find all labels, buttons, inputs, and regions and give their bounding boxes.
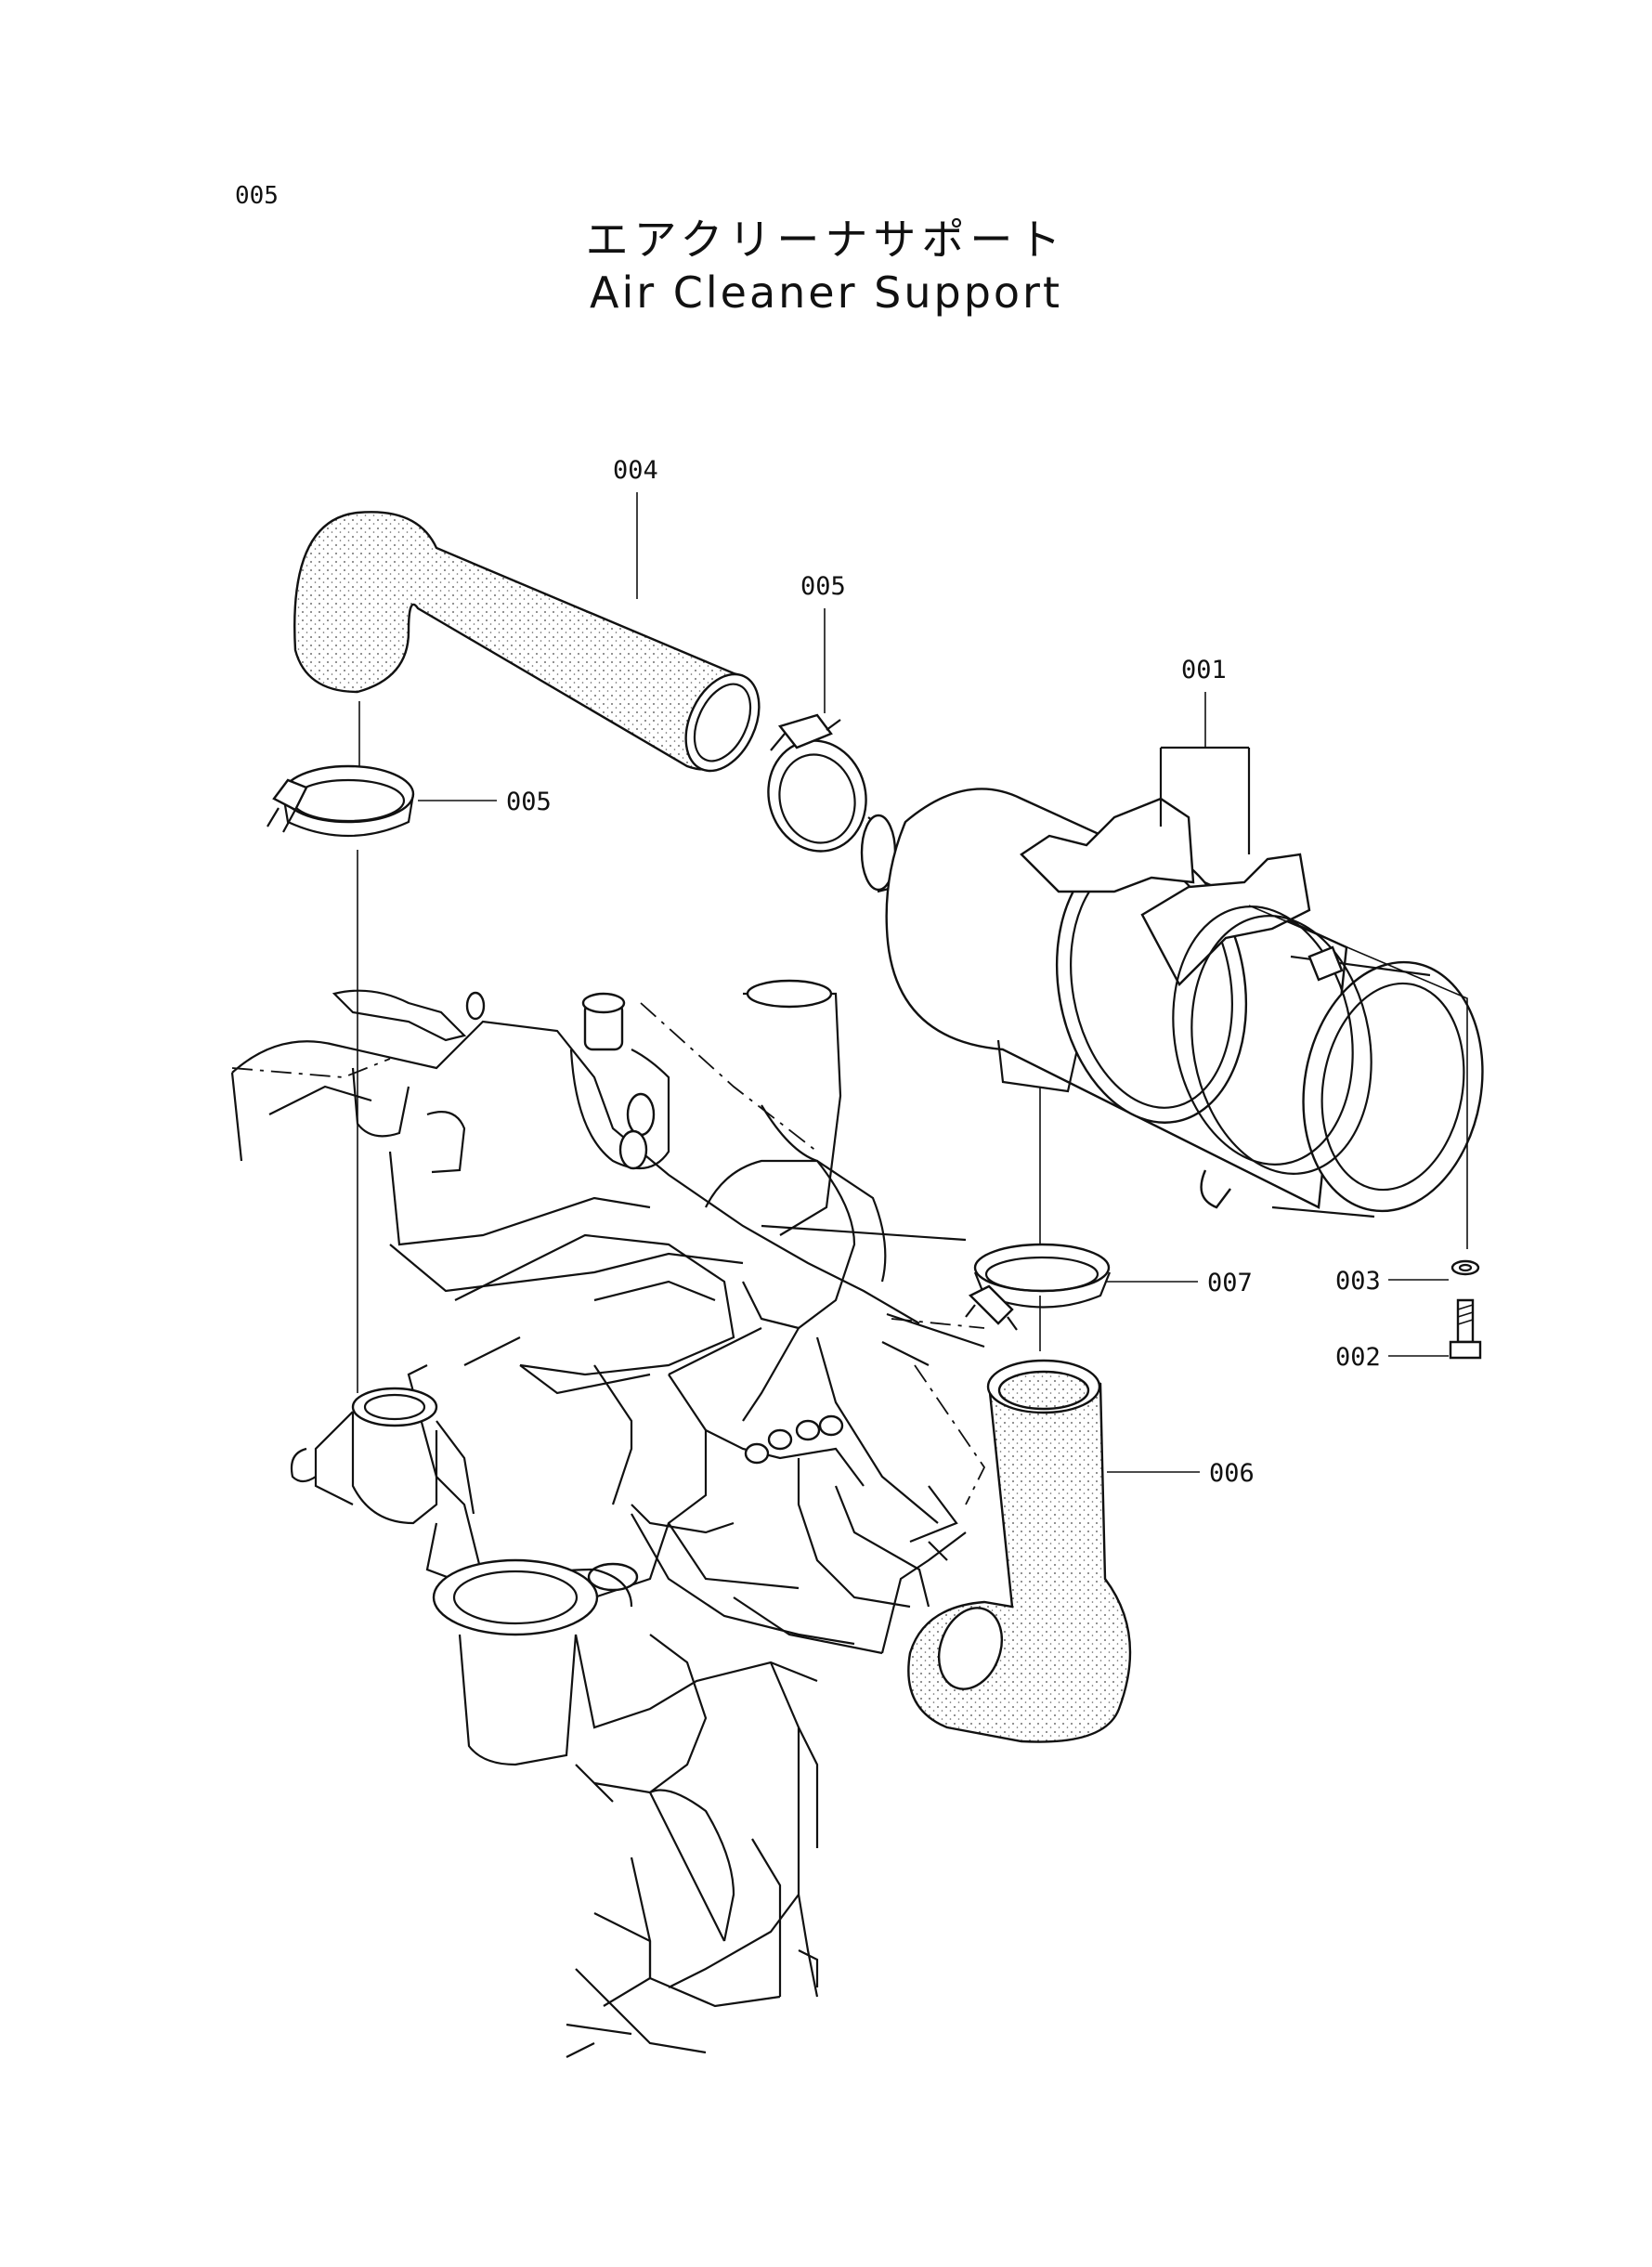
callout-005-left: 005: [506, 788, 552, 816]
bolt-part-002: [1449, 1298, 1482, 1360]
hose-upper-part-004: [293, 511, 761, 773]
engine-outline: [230, 979, 985, 2058]
callout-001: 001: [1181, 656, 1227, 684]
clamp-right-part-005: [767, 713, 867, 853]
callout-004: 004: [613, 456, 658, 485]
callout-002: 002: [1335, 1343, 1381, 1372]
washer-part-003: [1450, 1259, 1480, 1276]
clamp-left-part-005: [267, 764, 415, 838]
page-number: 005: [235, 182, 279, 210]
callout-005-right: 005: [800, 572, 846, 601]
callout-003: 003: [1335, 1267, 1381, 1296]
page-title-english: Air Cleaner Support: [589, 267, 1062, 318]
page-title-japanese: エアクリーナサポート: [585, 215, 1067, 265]
air-cleaner-part-001: [860, 746, 1484, 1249]
callout-006: 006: [1209, 1459, 1255, 1488]
leader-lines: [418, 492, 1449, 1473]
callout-007: 007: [1207, 1269, 1253, 1297]
assembly-lines: [231, 701, 1041, 1505]
clamp-lower-part-007: [965, 1243, 1112, 1331]
hose-lower-part-006: [907, 1359, 1132, 1743]
